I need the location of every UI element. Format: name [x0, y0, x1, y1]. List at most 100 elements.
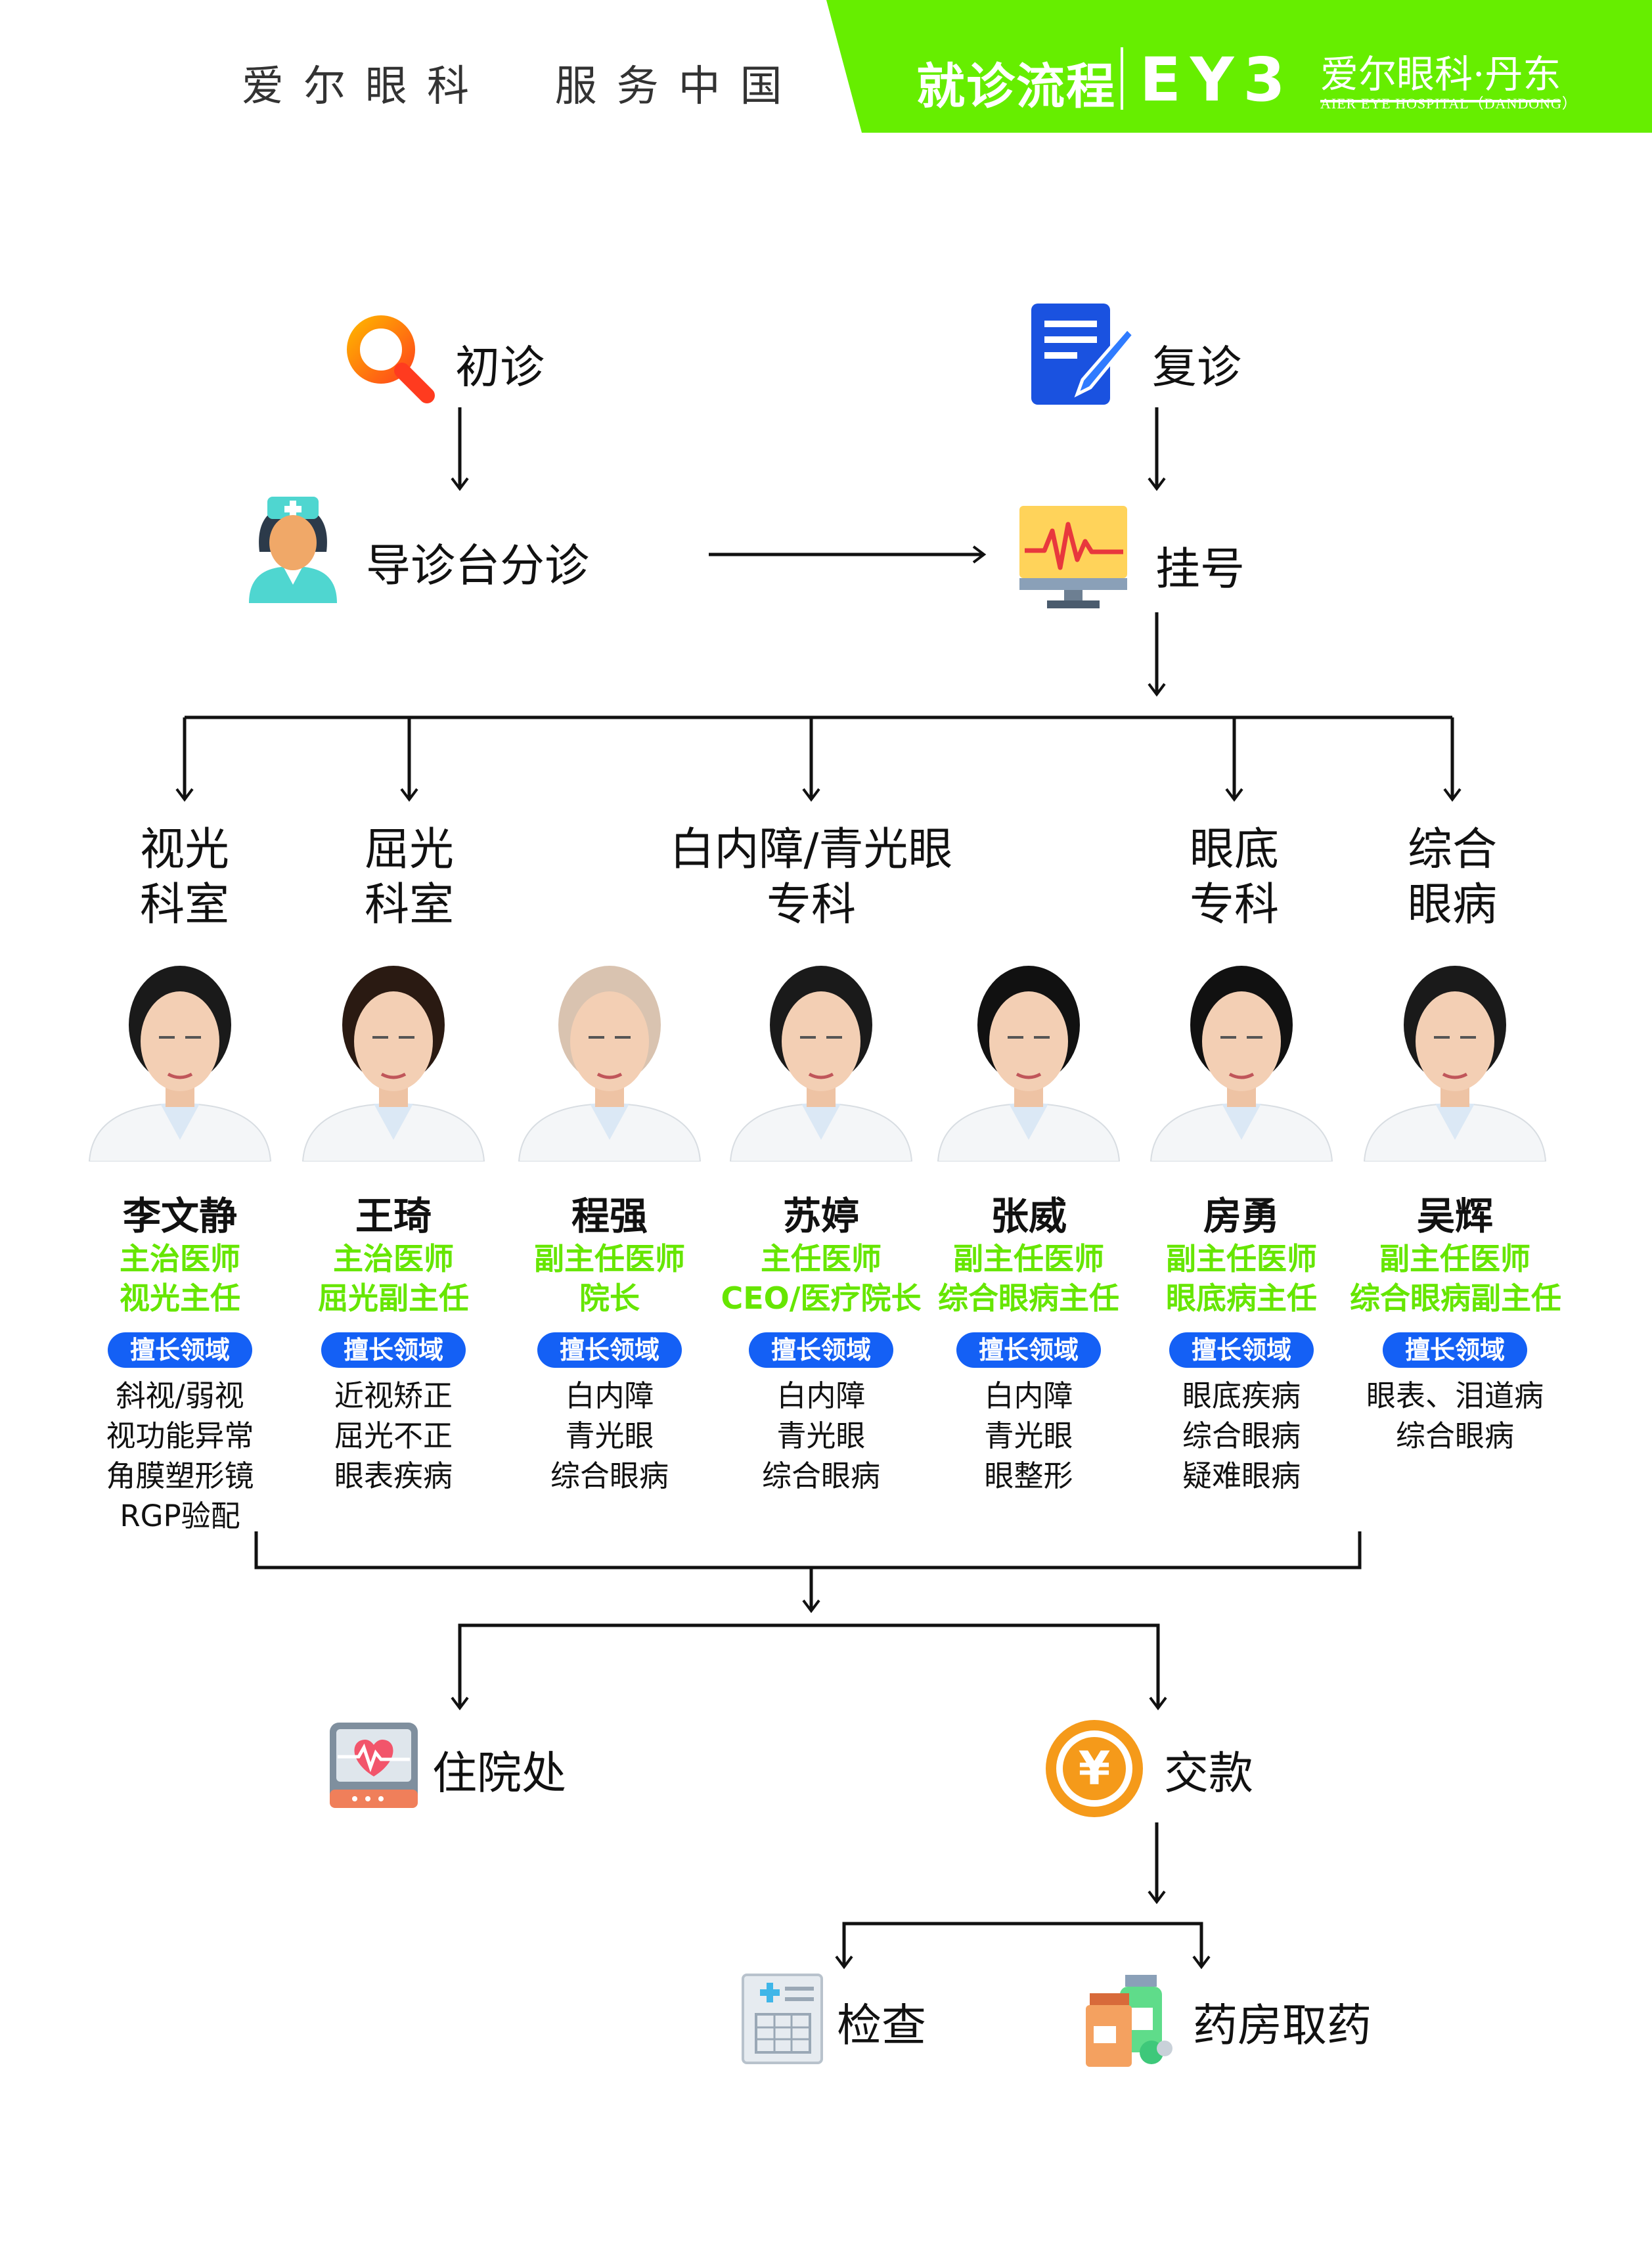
department-refractive: 屈光科室 — [365, 823, 454, 933]
specialty-item: 眼表、泪道病 — [1366, 1378, 1544, 1413]
doctor-name: 程强 — [571, 1194, 648, 1238]
specialty-item: 综合眼病 — [761, 1458, 880, 1493]
specialty-list: 眼表、泪道病综合眼病 — [1350, 1376, 1560, 1456]
department-cataract-glaucoma: 白内障/青光眼专科 — [670, 823, 953, 933]
specialty-item: 青光眼 — [776, 1418, 866, 1453]
specialty-item: 眼整形 — [984, 1458, 1073, 1493]
page-title: 就诊流程 — [916, 58, 1116, 115]
doctor-title: 视光主任 — [120, 1280, 240, 1316]
expertise-badge: 擅长领域 — [956, 1332, 1101, 1368]
doctor-card: 张威副主任医师综合眼病主任擅长领域白内障青光眼眼整形 — [924, 962, 1134, 1496]
hospital-name-en: AIER EYE HOSPITAL（DANDONG） — [1320, 95, 1577, 112]
doctor-photo — [518, 966, 702, 1162]
doctor-title: 眼底病主任 — [1166, 1280, 1317, 1316]
doctor-card: 房勇副主任医师眼底病主任擅长领域眼底疾病综合眼病疑难眼病 — [1136, 962, 1347, 1496]
department-optometry: 视光科室 — [140, 823, 229, 933]
slogan: 爱尔眼科 服务中国 — [242, 62, 802, 111]
doctor-card: 程强副主任医师院长擅长领域白内障青光眼综合眼病 — [504, 962, 715, 1496]
doctor-title: 综合眼病副主任 — [1350, 1280, 1561, 1316]
doctor-card: 吴辉副主任医师综合眼病副主任擅长领域眼表、泪道病综合眼病 — [1350, 962, 1561, 1456]
specialty-item: 白内障 — [776, 1378, 866, 1413]
expertise-badge: 擅长领域 — [537, 1332, 682, 1368]
step-inpatient: 住院处 — [432, 1748, 567, 1800]
specialty-list: 眼底疾病综合眼病疑难眼病 — [1136, 1376, 1347, 1496]
specialty-list: 白内障青光眼眼整形 — [924, 1376, 1134, 1496]
doctor-photo — [88, 966, 272, 1162]
department-general: 综合眼病 — [1408, 823, 1497, 933]
specialty-item: 疑难眼病 — [1182, 1458, 1301, 1493]
yuan-coin-icon: ¥ — [1046, 1720, 1143, 1817]
doctor-name: 吴辉 — [1416, 1194, 1493, 1238]
specialty-item: 综合眼病 — [1182, 1418, 1301, 1453]
branch-drops — [183, 717, 1454, 798]
report-icon — [742, 1974, 823, 2064]
expertise-badge: 擅长领域 — [108, 1332, 252, 1368]
dept-line: 白内障/青光眼 — [669, 824, 953, 876]
expertise-badge: 擅长领域 — [1383, 1332, 1527, 1368]
specialty-item: 白内障 — [565, 1378, 654, 1413]
doctor-name: 李文静 — [122, 1194, 237, 1238]
doctor-title: 院长 — [579, 1280, 640, 1316]
specialty-item: 综合眼病 — [1395, 1418, 1514, 1453]
specialty-item: RGP验配 — [120, 1499, 240, 1533]
doctor-name: 房勇 — [1203, 1194, 1280, 1238]
doctor-card: 王琦主治医师屈光副主任擅长领域近视矫正屈光不正眼表疾病 — [288, 962, 499, 1496]
specialty-list: 白内障青光眼综合眼病 — [504, 1376, 715, 1496]
specialty-item: 青光眼 — [984, 1418, 1073, 1453]
document-edit-icon — [1031, 304, 1135, 405]
split-bracket-2 — [842, 1922, 1203, 1966]
doctor-title: 屈光副主任 — [318, 1280, 469, 1316]
doctor-title: 副主任医师 — [1379, 1241, 1530, 1276]
step-pharmacy: 药房取药 — [1193, 2000, 1372, 2052]
dept-line: 专科 — [766, 879, 857, 931]
specialty-item: 综合眼病 — [550, 1458, 669, 1493]
header-banner — [826, 0, 1652, 133]
doctor-title: 主治医师 — [333, 1241, 454, 1276]
department-fundus: 眼底专科 — [1190, 823, 1279, 933]
doctor-title: 综合眼病主任 — [938, 1280, 1119, 1316]
expertise-badge: 擅长领域 — [1169, 1332, 1314, 1368]
logo-mark: EY3 — [1140, 45, 1295, 115]
dept-line: 眼底 — [1189, 824, 1280, 876]
doctor-name: 王琦 — [355, 1194, 432, 1238]
specialty-list: 近视矫正屈光不正眼表疾病 — [288, 1376, 499, 1496]
specialty-item: 眼表疾病 — [334, 1458, 453, 1493]
dept-line: 视光 — [139, 824, 230, 876]
specialty-item: 角膜塑形镜 — [106, 1458, 254, 1493]
expertise-badge: 擅长领域 — [749, 1332, 893, 1368]
doctor-photo — [1363, 966, 1547, 1162]
doctor-name: 苏婷 — [782, 1194, 859, 1238]
dept-line: 科室 — [139, 879, 230, 931]
svg-text:¥: ¥ — [1079, 1742, 1111, 1795]
split-bracket — [458, 1623, 1160, 1707]
divider — [1121, 47, 1123, 110]
specialty-item: 斜视/弱视 — [116, 1378, 244, 1413]
doctor-photo — [301, 966, 485, 1162]
doctor-photo — [937, 966, 1121, 1162]
step-triage: 导诊台分诊 — [366, 540, 590, 593]
dept-line: 科室 — [364, 879, 455, 931]
specialty-list: 白内障青光眼综合眼病 — [716, 1376, 926, 1496]
specialty-item: 白内障 — [984, 1378, 1073, 1413]
doctor-title: 主治医师 — [120, 1241, 240, 1276]
dept-line: 综合 — [1407, 824, 1498, 876]
doctor-title: 副主任医师 — [953, 1241, 1104, 1276]
step-follow-up: 复诊 — [1152, 342, 1242, 394]
step-payment: 交款 — [1164, 1748, 1254, 1800]
specialty-item: 屈光不正 — [334, 1418, 453, 1453]
doctor-title: 副主任医师 — [1166, 1241, 1317, 1276]
step-registration: 挂号 — [1155, 543, 1245, 596]
doctor-name: 张威 — [990, 1194, 1067, 1238]
step-first-visit: 初诊 — [455, 342, 545, 394]
specialty-item: 青光眼 — [565, 1418, 654, 1453]
dept-line: 眼病 — [1407, 879, 1498, 931]
specialty-item: 眼底疾病 — [1182, 1378, 1301, 1413]
heart-monitor-icon — [330, 1723, 418, 1808]
hospital-name-cn: 爱尔眼科·丹东 — [1320, 43, 1561, 102]
doctor-title: 副主任医师 — [534, 1241, 685, 1276]
medicine-icon — [1086, 1975, 1172, 2067]
doctor-title: CEO/医疗院长 — [721, 1280, 922, 1316]
